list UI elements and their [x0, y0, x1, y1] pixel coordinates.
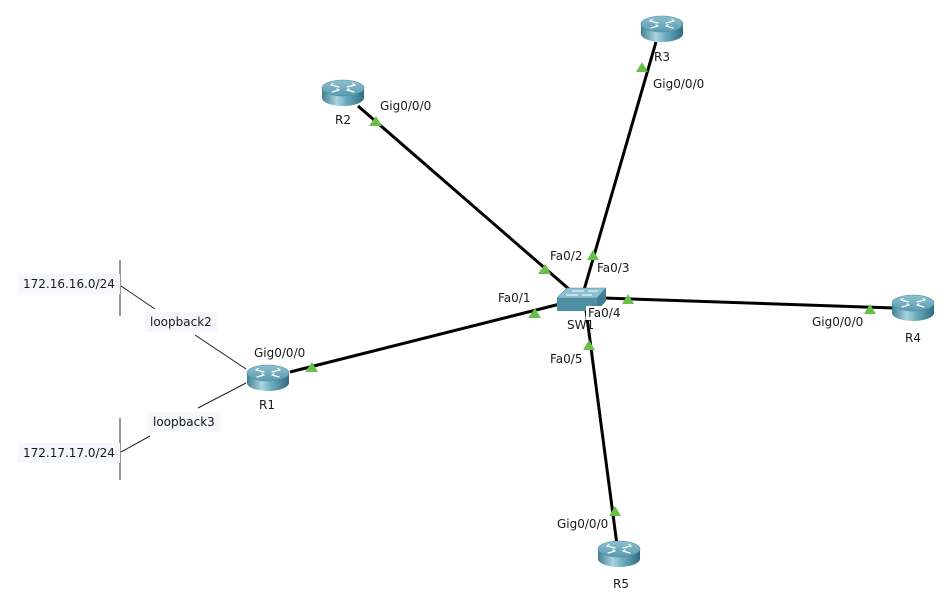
device-label-sw1: SW1 — [567, 318, 595, 332]
link-r3-sw1[interactable] — [582, 41, 658, 291]
port-label-sw1-fa0-2: Fa0/2 — [550, 249, 583, 263]
link-up-marker-r3 — [636, 62, 648, 72]
link-up-marker-sw1-fa01 — [528, 308, 541, 318]
port-label-r4-gig0-0-0: Gig0/0/0 — [812, 315, 864, 329]
link-status-markers — [305, 62, 876, 516]
loopback-network-lines — [119, 260, 247, 480]
port-label-sw1-fa0-5: Fa0/5 — [550, 352, 583, 366]
link-up-marker-sw1-fa05 — [583, 340, 595, 350]
link-r4-sw1[interactable] — [603, 296, 893, 310]
port-label-sw1-fa0-1: Fa0/1 — [498, 291, 531, 305]
link-up-marker-r1 — [305, 362, 318, 372]
network-label-172-17-17-0: 172.17.17.0/24 — [18, 443, 120, 463]
router-r3[interactable] — [640, 15, 684, 43]
link-r1-sw1[interactable] — [289, 302, 561, 374]
device-label-r4: R4 — [905, 331, 921, 345]
link-up-marker-sw1-fa04 — [622, 294, 634, 304]
port-label-r1-gig0-0-0: Gig0/0/0 — [254, 346, 306, 360]
device-label-r1: R1 — [259, 398, 275, 412]
loopback3-link — [197, 382, 247, 409]
loopback2-link — [120, 285, 156, 310]
loopback2-label: loopback2 — [145, 312, 217, 332]
loopback3-label: loopback3 — [148, 412, 220, 432]
device-label-r5: R5 — [613, 577, 629, 591]
loopback3-link-2 — [120, 435, 151, 453]
link-r2-sw1[interactable] — [357, 104, 571, 292]
link-up-marker-r5 — [609, 506, 621, 516]
port-label-r5-gig0-0-0: Gig0/0/0 — [557, 517, 609, 531]
device-label-r3: R3 — [654, 50, 670, 64]
port-label-r2-gig0-0-0: Gig0/0/0 — [380, 99, 432, 113]
port-label-sw1-fa0-3: Fa0/3 — [597, 261, 630, 275]
link-up-marker-r2 — [369, 116, 382, 126]
router-r4[interactable] — [891, 294, 935, 322]
port-label-r3-gig0-0-0: Gig0/0/0 — [653, 77, 705, 91]
router-r1[interactable] — [246, 364, 290, 392]
device-label-r2: R2 — [335, 113, 351, 127]
link-up-marker-sw1-fa03 — [587, 250, 599, 260]
router-r2[interactable] — [321, 79, 365, 107]
loopback2-link-2 — [194, 334, 247, 370]
link-up-marker-r4 — [864, 304, 876, 314]
router-r5[interactable] — [597, 540, 641, 568]
link-up-marker-sw1-fa02 — [538, 264, 551, 274]
port-label-sw1-fa0-4: Fa0/4 — [586, 306, 623, 320]
network-label-172-16-16-0: 172.16.16.0/24 — [18, 274, 120, 294]
